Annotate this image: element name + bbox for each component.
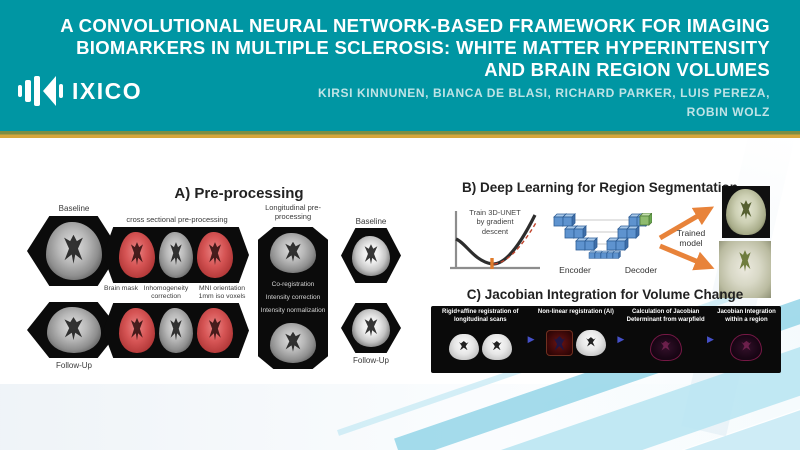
brain-mask-image	[119, 232, 155, 278]
brain-mask-label: Brain mask	[104, 285, 138, 292]
longitudinal-label: Longitudinal pre-processing	[265, 203, 321, 221]
pipeline-step-2: Non-linear registration (AI)	[536, 309, 617, 370]
cross-sectional-step-labels: Brain mask Inhomogeneity correction MNI …	[104, 285, 250, 301]
triangle-arrow-icon: ▶	[707, 334, 714, 344]
followup-output-hexagon	[341, 303, 401, 353]
trained-model-label: Trained model	[676, 228, 706, 249]
brain-scan-image	[45, 222, 102, 280]
pipeline-step-1: Rigid+affine registration of longitudina…	[434, 309, 527, 370]
baseline-output-hexagon	[341, 228, 401, 283]
inhomogeneity-correction-image	[159, 308, 193, 353]
brain-scan-image	[481, 334, 512, 361]
triangle-arrow-icon: ▶	[527, 334, 535, 344]
ixico-logo-text: IXICO	[72, 77, 143, 104]
jacobian-determinant-image	[649, 333, 682, 361]
pipeline-step-4: Jacobian Integration within a region	[715, 309, 778, 370]
brain-scan-image	[46, 307, 101, 353]
panel-b-title: B) Deep Learning for Region Segmentation	[461, 180, 739, 195]
brain-scan-image	[575, 330, 606, 357]
mni-orientation-image	[197, 232, 233, 278]
encoder-label: Encoder	[559, 265, 591, 275]
brain-scan-image	[270, 322, 316, 363]
brain-scan-image	[352, 235, 390, 276]
cross-sectional-pipeline-hexagon-followup	[103, 303, 249, 358]
longitudinal-pipeline-box: Co-registration Intensity correction Int…	[258, 227, 328, 369]
unet-architecture-diagram	[553, 213, 652, 259]
pipeline-step-2-label: Non-linear registration (AI)	[537, 309, 614, 315]
brain-scan-image	[352, 309, 390, 347]
baseline-scan-hexagon	[27, 216, 120, 286]
followup-label-left: Follow-Up	[55, 361, 92, 370]
pipeline-step-4-images	[730, 325, 763, 370]
baseline-label-left: Baseline	[58, 204, 90, 213]
co-registration-step: Co-registration	[271, 281, 315, 289]
panel-c-title: C) Jacobian Integration for Volume Chang…	[466, 287, 744, 302]
poster-title-block: A CONVOLUTIONAL NEURAL NETWORK-BASED FRA…	[25, 15, 770, 120]
triangle-arrow-icon: ▶	[617, 334, 625, 344]
cross-sectional-label: cross sectional pre-processing	[126, 215, 228, 224]
brain-mask-image	[119, 308, 155, 353]
pipeline-step-1-label: Rigid+affine registration of longitudina…	[442, 309, 519, 323]
intensity-normalization-step: Intensity normalization	[260, 307, 326, 315]
jacobian-integration-image	[730, 333, 763, 361]
trained-model-scan-axial	[722, 186, 770, 238]
pipeline-step-3-label: Calculation of Jacobian Determinant from…	[626, 309, 705, 323]
panel-a-title: A) Pre-processing	[174, 185, 304, 202]
pipeline-step-3: Calculation of Jacobian Determinant from…	[625, 309, 706, 370]
jacobian-pipeline: Rigid+affine registration of longitudina…	[431, 306, 781, 373]
brain-scan-image	[726, 189, 766, 235]
mni-orientation-image	[197, 308, 233, 353]
intensity-correction-step: Intensity correction	[265, 294, 321, 302]
brain-scan-image	[448, 334, 479, 361]
followup-label-right: Follow-Up	[352, 356, 389, 365]
poster-authors-line-2: ROBIN WOLZ	[686, 104, 770, 119]
cross-sectional-pipeline-hexagon	[103, 227, 249, 283]
ixico-logo: IXICO	[18, 76, 142, 106]
ixico-logo-icon	[18, 76, 63, 106]
pipeline-step-4-label: Jacobian Integration within a region	[717, 309, 776, 323]
decorative-wave	[0, 384, 800, 450]
pipeline-step-3-images	[649, 325, 682, 370]
header-divider-stripe	[0, 131, 800, 138]
poster-authors-line-1: KIRSI KINNUNEN, BIANCA DE BLASI, RICHARD…	[318, 85, 770, 100]
train-unet-note: Train 3D-UNET by gradient descent	[469, 208, 521, 236]
poster-title-line-2: BIOMARKERS IN MULTIPLE SCLEROSIS: WHITE …	[76, 37, 770, 59]
nonlinear-registration-image	[545, 330, 573, 357]
baseline-label-right: Baseline	[355, 217, 387, 226]
inhomogeneity-correction-image	[159, 232, 193, 278]
mni-orientation-label: MNI orientation 1mm iso voxels	[198, 285, 246, 301]
poster-title-line-3: AND BRAIN REGION VOLUMES	[484, 59, 770, 81]
pipeline-step-1-images	[448, 325, 512, 370]
brain-scan-image	[270, 233, 316, 273]
poster-title-line-1: A CONVOLUTIONAL NEURAL NETWORK-BASED FRA…	[60, 15, 770, 36]
pipeline-step-2-images	[545, 317, 606, 370]
inhomogeneity-correction-label: Inhomogeneity correction	[143, 285, 189, 301]
poster-header	[0, 0, 800, 131]
